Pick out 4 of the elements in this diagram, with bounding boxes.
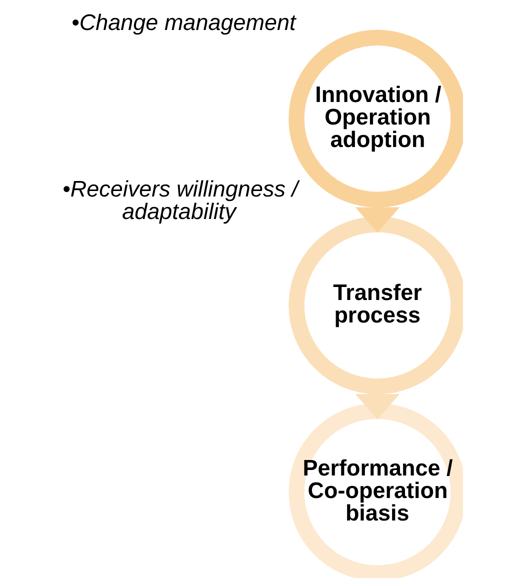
node-circle: Performance / Co-operation biasis: [288, 403, 462, 578]
arrow: [354, 207, 400, 233]
node-circle: Transfer process: [288, 216, 462, 394]
arrow: [354, 394, 400, 420]
